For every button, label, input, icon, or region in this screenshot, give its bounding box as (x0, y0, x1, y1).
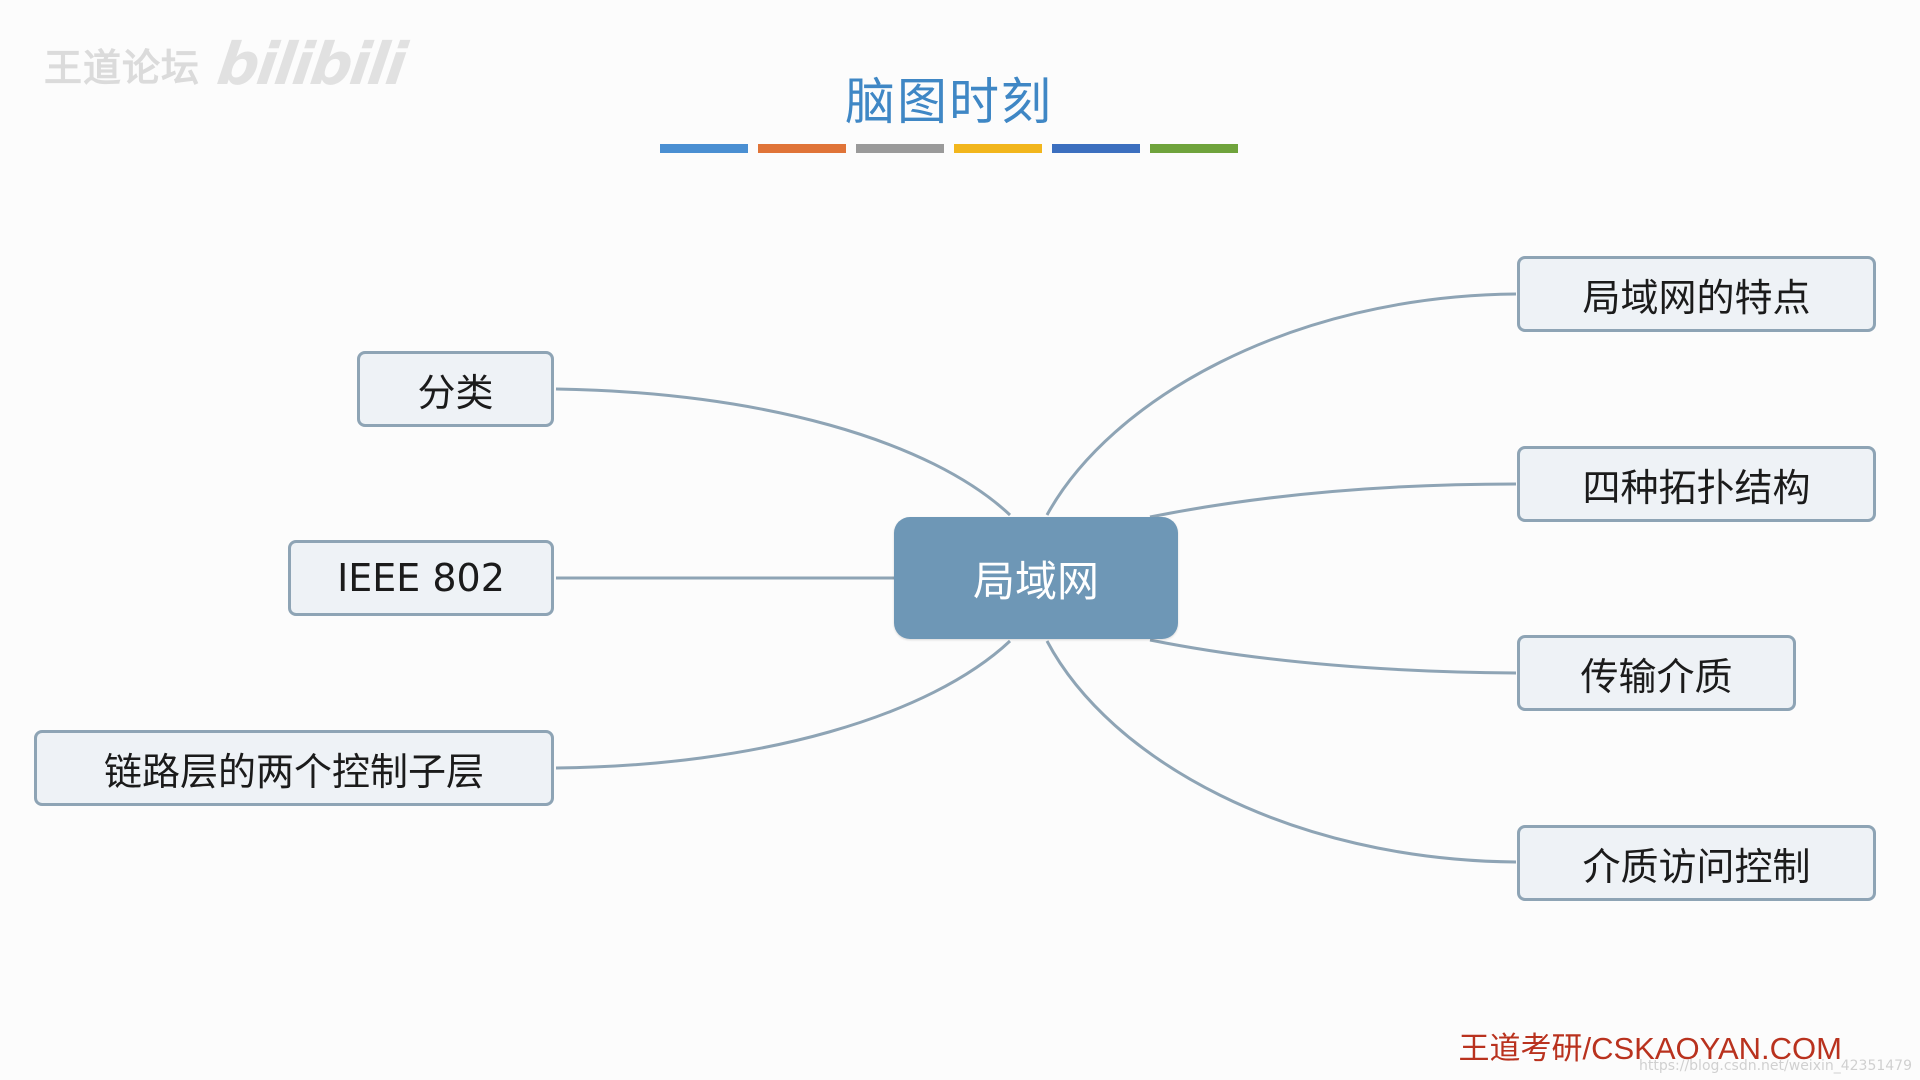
link-right-4 (1045, 640, 1517, 864)
faint-url: https://blog.csdn.net/weixin_42351479 (1638, 1058, 1912, 1074)
node-label: 四种拓扑结构 (1582, 465, 1811, 510)
node-ieee-802[interactable]: IEEE 802 (288, 540, 554, 616)
watermark: 王道论坛 bilibili (44, 30, 409, 98)
center-node[interactable]: 局域网 (894, 517, 1178, 639)
node-label: 局域网的特点 (1582, 275, 1811, 320)
title-color-bars (660, 144, 1238, 153)
node-medium-access-control[interactable]: 介质访问控制 (1517, 825, 1876, 901)
node-label: 链路层的两个控制子层 (103, 749, 484, 794)
color-bar (660, 144, 748, 153)
color-bar (758, 144, 846, 153)
node-label: 介质访问控制 (1582, 844, 1811, 889)
link-right-2 (1149, 482, 1517, 519)
link-right-1 (1045, 292, 1517, 516)
node-link-layer-sublayers[interactable]: 链路层的两个控制子层 (34, 730, 554, 806)
node-label: 分类 (417, 370, 494, 415)
page-title: 脑图时刻 (845, 73, 1053, 131)
color-bar (856, 144, 944, 153)
center-node-label: 局域网 (972, 556, 1099, 606)
link-left-1 (555, 387, 1012, 517)
node-label: 传输介质 (1580, 654, 1733, 699)
footer-brand: 王道考研/CSKAOYAN.COM (1458, 1031, 1842, 1066)
color-bar (1052, 144, 1140, 153)
node-classification[interactable]: 分类 (357, 351, 554, 427)
color-bar (954, 144, 1042, 153)
color-bar (1150, 144, 1238, 153)
link-right-3 (1149, 638, 1517, 675)
node-four-topologies[interactable]: 四种拓扑结构 (1517, 446, 1876, 522)
node-label: IEEE 802 (337, 556, 505, 600)
watermark-text: 王道论坛 (44, 45, 201, 90)
node-transmission-media[interactable]: 传输介质 (1517, 635, 1796, 711)
link-left-3 (555, 639, 1012, 770)
node-lan-features[interactable]: 局域网的特点 (1517, 256, 1876, 332)
